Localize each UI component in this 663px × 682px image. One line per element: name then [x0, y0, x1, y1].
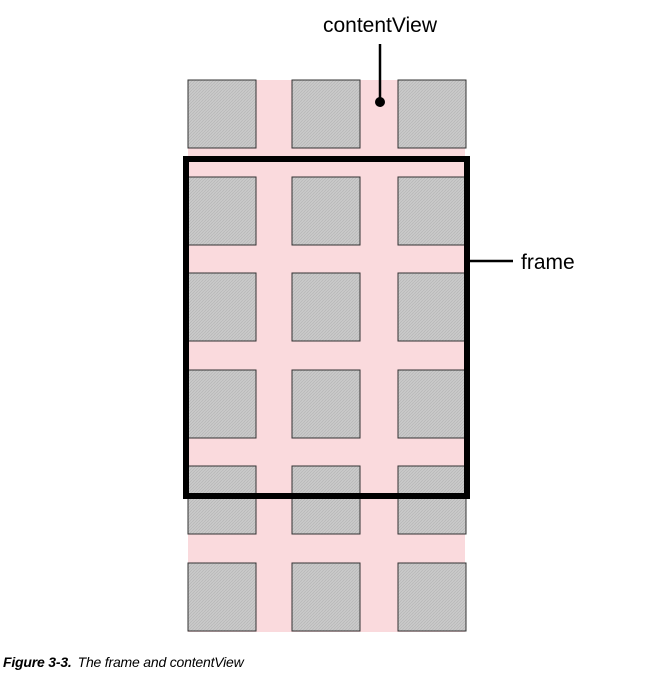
tile [397, 465, 467, 535]
tile [291, 176, 361, 246]
tile [291, 272, 361, 342]
tile [187, 562, 257, 632]
figure-caption-text: The frame and contentView [77, 654, 244, 670]
tile [291, 562, 361, 632]
figure-number: Figure 3-3. [3, 654, 72, 670]
tile [397, 176, 467, 246]
content-view-label: contentView [323, 14, 438, 37]
tile-grid [187, 79, 467, 632]
tile [397, 369, 467, 439]
tile [187, 272, 257, 342]
tile [397, 562, 467, 632]
tile [187, 369, 257, 439]
tile [187, 465, 257, 535]
figure-caption: Figure 3-3. The frame and contentView [3, 654, 244, 670]
tile [291, 465, 361, 535]
tile [291, 79, 361, 149]
frame-label: frame [521, 251, 575, 274]
tile [187, 176, 257, 246]
tile [397, 79, 467, 149]
frame-outline [183, 156, 470, 499]
content-view-callout-dot [375, 97, 385, 107]
tile [397, 272, 467, 342]
tile [291, 369, 361, 439]
tile [187, 79, 257, 149]
content-view-area [188, 80, 465, 632]
